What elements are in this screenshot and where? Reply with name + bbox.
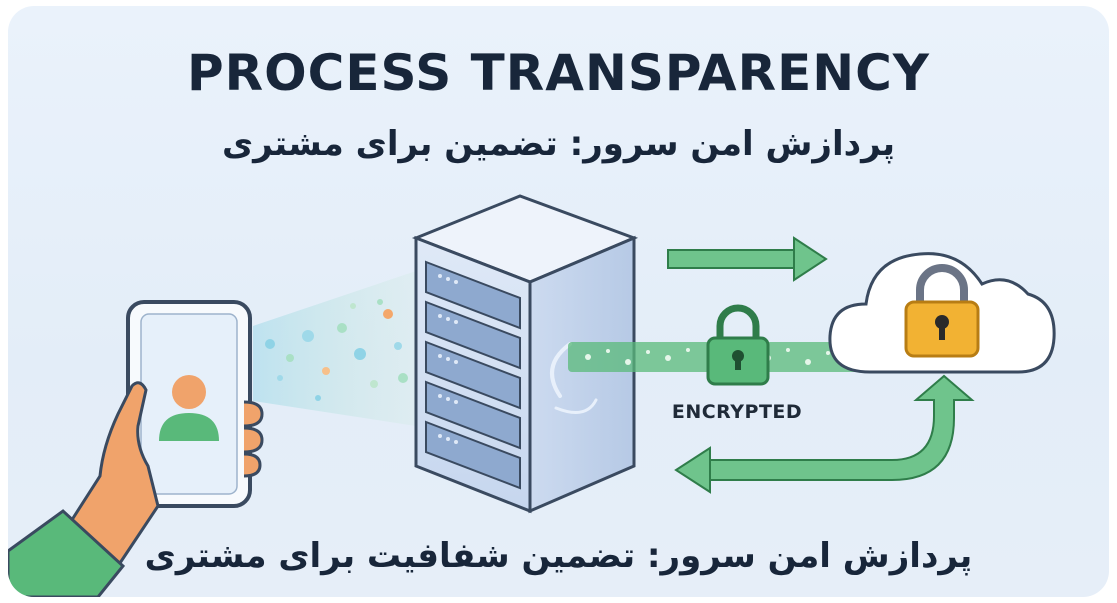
page-title: PROCESS TRANSPARENCY xyxy=(187,44,930,102)
server-rack-illustration xyxy=(411,194,639,514)
return-arrow-icon xyxy=(674,374,975,494)
user-avatar-icon xyxy=(172,375,206,409)
phone-illustration xyxy=(126,300,252,508)
gold-lock-icon xyxy=(904,264,980,358)
diagram-card: PROCESS TRANSPARENCY پردازش امن سرور: تض… xyxy=(8,6,1109,597)
page-subtitle: پردازش امن سرور: تضمین برای مشتری xyxy=(222,124,895,164)
footer-caption: پردازش امن سرور: تضمین شفافیت برای مشتری xyxy=(144,536,973,576)
sleeve xyxy=(8,509,126,597)
green-lock-icon xyxy=(706,304,770,386)
data-particles xyxy=(265,299,408,401)
data-stream-beam xyxy=(253,271,416,426)
diagram-artwork xyxy=(8,194,1056,597)
arrow-right-icon xyxy=(667,236,828,282)
encrypted-label: ENCRYPTED xyxy=(671,401,803,423)
server-units xyxy=(425,260,521,490)
hand-illustration xyxy=(8,381,264,597)
